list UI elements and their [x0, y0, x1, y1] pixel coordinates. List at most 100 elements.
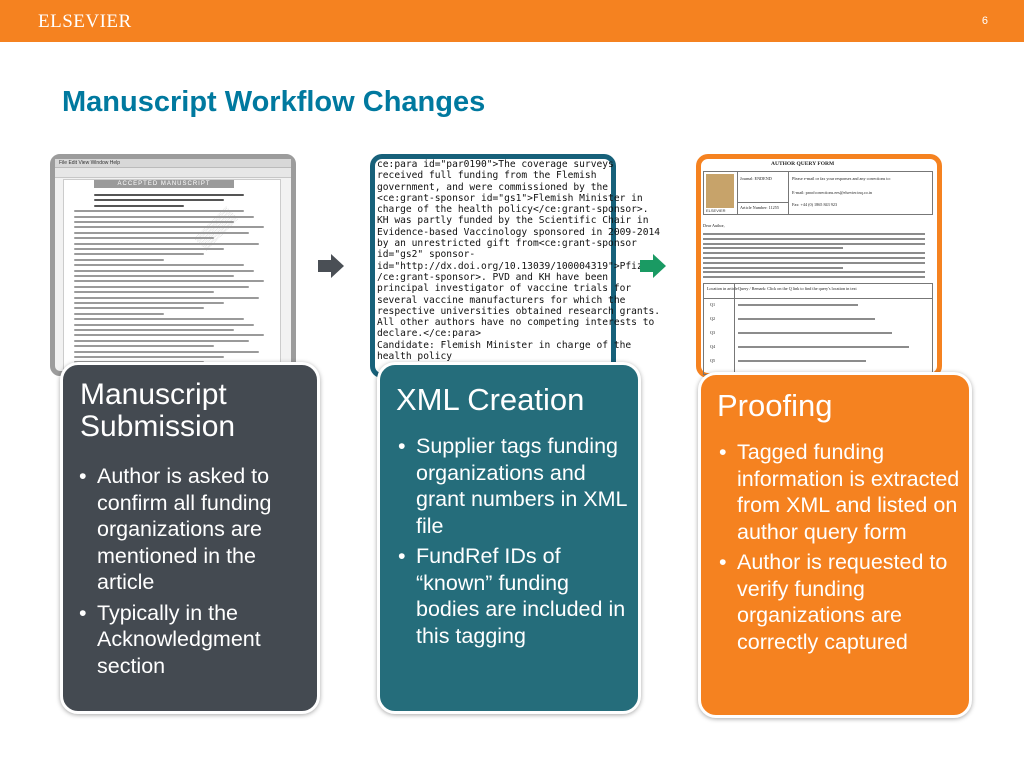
xml-line: <ce:grant-sponsor id="gs1">Flemish Minis…	[377, 192, 643, 204]
xml-line: Candidate: Flemish Minister in charge of…	[377, 339, 632, 351]
accepted-manuscript-banner: ACCEPTED MANUSCRIPT	[94, 180, 234, 188]
pdf-toolbar	[55, 168, 291, 178]
text-line	[703, 242, 925, 245]
article-number: Article Number: 11255	[740, 205, 779, 210]
page-number: 6	[981, 15, 988, 27]
pdf-menu-bar: File Edit View Window Help	[55, 159, 291, 168]
text-line	[74, 291, 214, 294]
text-line	[74, 226, 264, 229]
card-title: XML Creation	[396, 382, 585, 417]
xml-line: id="http://dx.doi.org/10.13039/100004319…	[377, 260, 661, 272]
manuscript-page: ACCEPTED MANUSCRIPT ▒▒▒▒	[63, 179, 281, 381]
dear-author: Dear Author,	[703, 223, 725, 228]
text-line	[74, 248, 224, 250]
text-line	[74, 231, 249, 234]
text-line	[94, 199, 224, 202]
text-line	[703, 271, 925, 274]
text-line	[74, 221, 234, 223]
text-line	[703, 252, 925, 255]
text-line	[74, 215, 254, 218]
card-bullets: Author is asked to confirm all funding o…	[77, 463, 315, 683]
manuscript-thumbnail: File Edit View Window Help ACCEPTED MANU…	[50, 154, 296, 381]
bullet-item: FundRef IDs of “known” funding bodies ar…	[396, 543, 636, 649]
text-line	[74, 264, 244, 267]
text-line	[74, 356, 224, 358]
arrow-right-icon-green	[640, 254, 666, 278]
text-line	[703, 276, 925, 279]
query-id[interactable]: Q4	[710, 344, 716, 349]
bullet-item: Author is asked to confirm all funding o…	[77, 463, 315, 596]
card-title: Manuscript Submission	[80, 378, 236, 443]
query-form-header: ELSEVIER Journal: ENDEND Article Number:…	[703, 171, 933, 215]
text-line	[74, 296, 259, 299]
text-line	[74, 269, 254, 272]
query-id[interactable]: Q5	[710, 358, 716, 363]
proofing-card: Proofing Tagged funding information is e…	[698, 372, 972, 718]
xml-line: received full funding from the Flemish	[377, 170, 597, 182]
text-line	[74, 302, 224, 304]
text-line	[74, 307, 204, 310]
manuscript-submission-card: Manuscript Submission Author is asked to…	[60, 362, 320, 714]
text-line	[74, 329, 234, 331]
publisher-label: ELSEVIER	[706, 208, 726, 213]
text-line	[74, 253, 204, 256]
text-line	[94, 204, 184, 207]
slide-title: Manuscript Workflow Changes	[62, 86, 486, 118]
card-title: Proofing	[717, 388, 833, 423]
elsevier-logo: ELSEVIER	[38, 11, 132, 32]
text-line	[74, 318, 244, 321]
bullet-item: Typically in the Acknowledgment section	[77, 600, 315, 680]
location-header: Location in article	[707, 286, 738, 291]
query-text	[738, 346, 909, 348]
text-line	[703, 257, 925, 259]
text-line	[703, 237, 925, 240]
xml-line: principal investigator of vaccine trials…	[377, 283, 632, 295]
text-line	[74, 339, 249, 342]
text-line	[74, 312, 164, 315]
query-form-title: AUTHOR QUERY FORM	[771, 161, 835, 167]
arrow-right-icon	[318, 254, 344, 278]
xml-line: Evidence-based Vaccinology sponsored in …	[377, 226, 661, 238]
bullet-item: Tagged funding information is extracted …	[717, 439, 969, 545]
text-line	[703, 247, 843, 250]
text-line	[74, 237, 214, 240]
email-address: E-mail: proofcorrections.ees@elsevier.tn…	[792, 190, 873, 195]
text-line	[74, 280, 264, 283]
elsevier-tree-icon	[706, 174, 734, 208]
xml-line: /ce:grant-sponsor>. PVD and KH have been	[377, 271, 609, 283]
xml-code: ce:para id="par0190">The coverage survey…	[377, 159, 661, 363]
bullet-item: Supplier tags funding organizations and …	[396, 433, 636, 539]
xml-line: declare.</ce:para>	[377, 328, 481, 340]
xml-line: by an unrestricted gift from<ce:grant-sp…	[377, 238, 637, 250]
xml-line: several vaccine manufacturers for which …	[377, 294, 626, 306]
xml-line: ce:para id="par0190">The coverage survey…	[377, 159, 614, 170]
xml-line: KH was partly funded by the Scientific C…	[377, 215, 649, 227]
query-text	[738, 318, 875, 320]
text-line	[74, 345, 214, 348]
xml-creation-card: XML Creation Supplier tags funding organ…	[377, 362, 641, 714]
text-line	[74, 275, 234, 277]
xml-line: health policy	[377, 351, 453, 363]
xml-thumbnail: ce:para id="par0190">The coverage survey…	[370, 154, 661, 378]
xml-line: All other authors have no competing inte…	[377, 317, 655, 329]
query-id[interactable]: Q1	[710, 302, 716, 307]
query-id[interactable]: Q3	[710, 330, 716, 335]
text-line	[94, 194, 244, 196]
xml-line: id="gs2" sponsor-	[377, 249, 476, 261]
text-line	[703, 266, 843, 269]
text-line	[74, 350, 259, 353]
query-table: Location in article Query / Remark: Clic…	[703, 283, 933, 375]
card-bullets: Tagged funding information is extracted …	[717, 439, 969, 659]
text-line	[74, 285, 249, 288]
journal-label: Journal: ENDEND	[740, 176, 772, 181]
query-id[interactable]: Q2	[710, 316, 716, 321]
text-line	[703, 233, 925, 235]
xml-line: charge of the health policy</ce:grant-sp…	[377, 204, 649, 216]
header-bar: ELSEVIER 6	[0, 0, 1024, 42]
author-query-form-thumbnail: AUTHOR QUERY FORM ELSEVIER Journal: ENDE…	[696, 154, 942, 378]
text-line	[74, 210, 244, 213]
query-text	[738, 332, 892, 334]
query-text	[738, 304, 858, 306]
card-bullets: Supplier tags funding organizations and …	[396, 433, 636, 653]
watermark-graphic: ▒▒▒▒	[194, 206, 239, 251]
